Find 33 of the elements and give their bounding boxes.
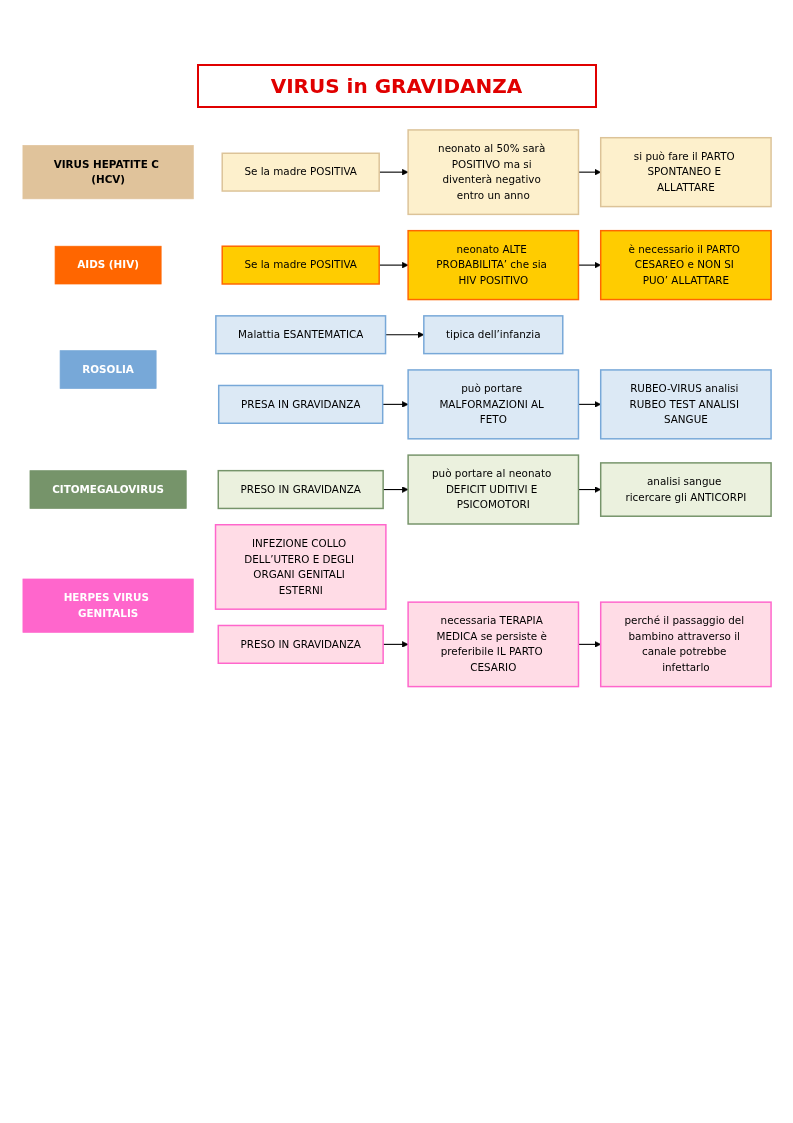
node-box: può portare al neonato DEFICIT UDITIVI E PSICOMOTORI [406, 454, 579, 525]
arrow [577, 486, 601, 493]
title: VIRUS in GRAVIDANZA [196, 64, 597, 108]
node-box: AIDS (HIV) [54, 245, 161, 285]
node-box: necessaria TERAPIA MEDICA se persiste è preferibile IL PARTO CESARIO [406, 601, 579, 688]
arrow [378, 261, 408, 269]
node-box: Malattia ESANTEMATICA [214, 315, 386, 355]
arrow [378, 168, 408, 176]
node-box: può portare MALFORMAZIONI AL FETO [406, 369, 579, 440]
node-box: PRESO IN GRAVIDANZA [217, 624, 384, 664]
node-box: HERPES VIRUS GENITALIS [22, 578, 194, 633]
arrow [577, 641, 601, 648]
node-box: PRESA IN GRAVIDANZA [217, 384, 383, 424]
arrow [577, 168, 601, 176]
node-box: analisi sangue ricercare gli ANTICORPI [599, 462, 772, 517]
node-box: CITOMEGALOVIRUS [29, 470, 187, 509]
arrow [382, 486, 408, 493]
node-box: neonato ALTE PROBABILITA’ che sia HIV POSITIVO [406, 229, 579, 301]
node-box: RUBEO-VIRUS analisi RUBEO TEST ANALISI SANGUE [599, 369, 772, 440]
arrow [577, 261, 601, 269]
node-box: neonato al 50% sarà POSITIVO ma si diventerà negativo entro un anno [406, 129, 579, 216]
node-box: si può fare il PARTO SPONTANEO E ALLATTARE [599, 136, 772, 208]
node-box: ROSOLIA [59, 350, 156, 389]
node-box: VIRUS HEPATITE C (HCV) [22, 145, 194, 200]
node-box: Se la madre POSITIVA [221, 152, 380, 192]
node-box: INFEZIONE COLLO DELL’UTERO E DEGLI ORGANI GENITALI ESTERNI [214, 524, 387, 610]
node-box: Se la madre POSITIVA [221, 245, 380, 285]
arrow [382, 641, 408, 648]
node-box: è necessario il PARTO CESAREO e NON SI PUO’ ALLATTARE [599, 229, 772, 301]
node-box: tipica dell’infanzia [422, 315, 563, 355]
node-box: PRESO IN GRAVIDANZA [217, 469, 384, 510]
node-box: perché il passaggio del bambino attraverso il canale potrebbe infettarlo [599, 601, 772, 688]
arrow [577, 401, 601, 408]
